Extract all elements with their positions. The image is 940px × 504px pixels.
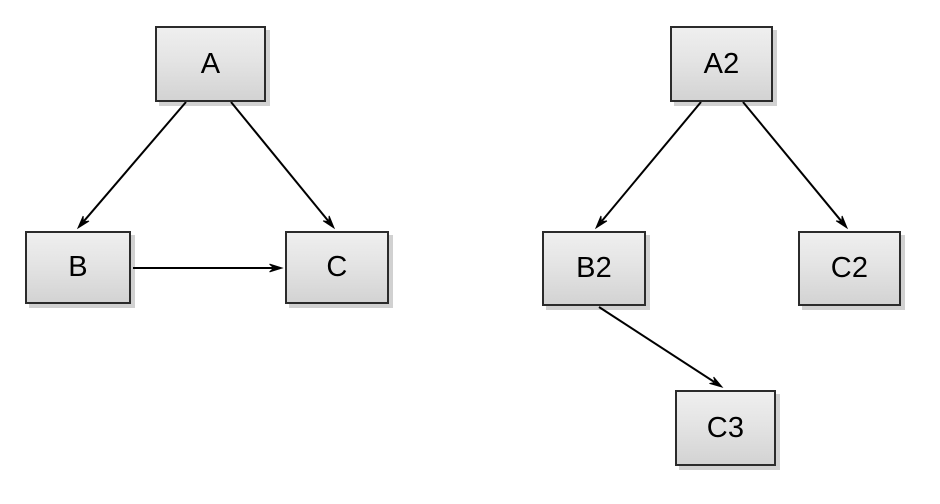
node-c2[interactable]: C2: [798, 231, 901, 306]
node-label-c3: C3: [706, 411, 745, 444]
node-c3[interactable]: C3: [675, 390, 776, 466]
arrowhead-icon-A-C: [322, 215, 336, 230]
edge-A2-B2[interactable]: [600, 101, 702, 222]
node-label-b: B: [68, 251, 88, 283]
node-label-c: C: [326, 251, 348, 283]
arrowhead-icon-A2-B2: [594, 215, 608, 230]
node-c[interactable]: C: [285, 231, 389, 304]
node-label-a2: A2: [703, 47, 740, 80]
node-a[interactable]: A: [155, 26, 266, 102]
node-b2[interactable]: B2: [542, 231, 646, 306]
arrowhead-icon-B2-C3: [709, 376, 724, 388]
node-label-a: A: [200, 47, 221, 80]
edge-A-C[interactable]: [230, 101, 330, 222]
edge-A-B[interactable]: [83, 101, 187, 222]
arrowhead-icon-B-C: [269, 263, 284, 273]
edge-B2-C3[interactable]: [598, 306, 716, 383]
edge-A2-C2[interactable]: [742, 101, 843, 222]
node-label-c2: C2: [830, 252, 869, 284]
arrowhead-icon-A-B: [76, 215, 90, 230]
node-label-b2: B2: [576, 252, 612, 284]
node-a2[interactable]: A2: [670, 26, 773, 102]
arrowhead-icon-A2-C2: [835, 215, 849, 230]
node-b[interactable]: B: [25, 231, 131, 304]
